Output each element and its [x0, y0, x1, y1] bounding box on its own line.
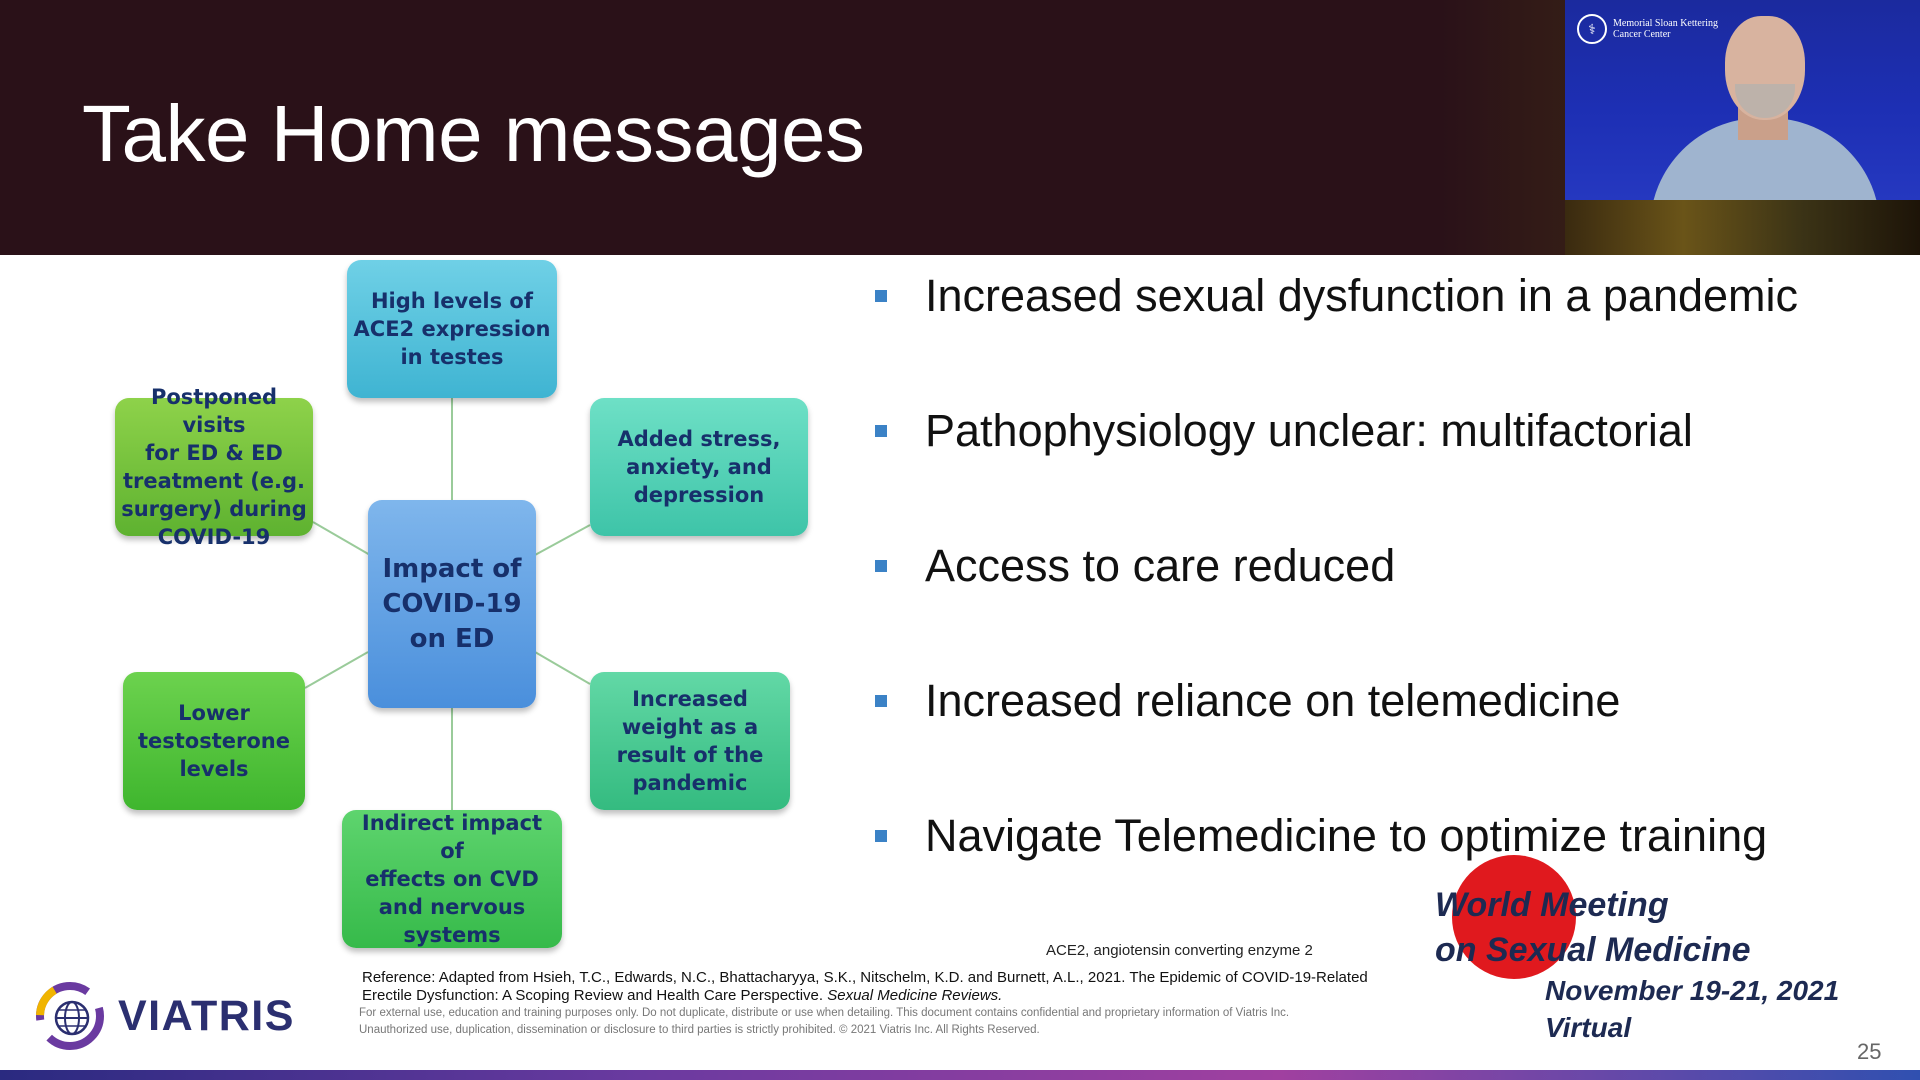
bullet-text: Access to care reduced — [925, 540, 1396, 591]
bullet-item: Access to care reduced — [875, 540, 1395, 592]
bullet-square-icon — [875, 830, 887, 842]
reference-citation: Reference: Adapted from Hsieh, T.C., Edw… — [362, 969, 1402, 1005]
bullet-square-icon — [875, 695, 887, 707]
reference-text: Reference: Adapted from Hsieh, T.C., Edw… — [362, 969, 1368, 1004]
bullet-square-icon — [875, 290, 887, 302]
presenter-video: ⚕ Memorial Sloan Kettering Cancer Center — [1565, 0, 1920, 200]
viatris-wordmark: VIATRIS — [118, 991, 295, 1040]
bullet-text: Pathophysiology unclear: multifactorial — [925, 405, 1693, 456]
legal-disclaimer: For external use, education and training… — [359, 1007, 1290, 1036]
bullet-text: Increased sexual dysfunction in a pandem… — [925, 270, 1799, 321]
meeting-title-line2: on Sexual Medicine — [1435, 931, 1751, 969]
bullet-item: Pathophysiology unclear: multifactorial — [875, 405, 1693, 457]
header-fade — [1440, 0, 1565, 255]
node-label: Increased weight as a result of the pand… — [616, 687, 764, 795]
msk-logo-text: Memorial Sloan Kettering Cancer Center — [1613, 18, 1718, 40]
diagram-node-upper-left: Postponed visits for ED & ED treatment (… — [115, 385, 313, 549]
reference-journal: Sexual Medicine Reviews. — [827, 987, 1003, 1004]
globe-icon — [34, 980, 106, 1052]
connector-lower-left — [304, 651, 369, 689]
diagram-center-node: Impact of COVID-19 on ED — [368, 500, 536, 708]
diagram-node-upper-right: Added stress, anxiety, and depression — [590, 398, 808, 536]
bullet-item: Navigate Telemedicine to optimize traini… — [875, 810, 1767, 862]
bullet-item: Increased reliance on telemedicine — [875, 675, 1620, 727]
slide-number: 25 — [1857, 1039, 1882, 1064]
bullet-square-icon — [875, 560, 887, 572]
meeting-title-line1: World Meeting — [1435, 886, 1669, 924]
bottom-accent-bar — [0, 1070, 1920, 1080]
diagram-node-lower-right: Increased weight as a result of the pand… — [590, 672, 790, 810]
node-label: High levels of ACE2 expression in testes — [353, 289, 551, 369]
diagram-node-lower-left: Lower testosterone levels — [123, 672, 305, 810]
bullet-square-icon — [875, 425, 887, 437]
bullet-text: Increased reliance on telemedicine — [925, 675, 1621, 726]
connector-lower-right — [534, 651, 591, 685]
viatris-logo: VIATRIS — [34, 980, 295, 1052]
node-label: Postponed visits for ED & ED treatment (… — [121, 385, 307, 549]
bullet-item: Increased sexual dysfunction in a pandem… — [875, 270, 1798, 322]
slide-title: Take Home messages — [82, 89, 865, 178]
node-label: Added stress, anxiety, and depression — [617, 427, 781, 507]
meeting-sun-icon — [1452, 855, 1576, 979]
diagram-node-bottom: Indirect impact of effects on CVD and ne… — [342, 810, 562, 948]
abbreviation-note: ACE2, angiotensin converting enzyme 2 — [1046, 942, 1313, 959]
meeting-dates: November 19-21, 2021 — [1545, 975, 1840, 1006]
msk-seal-icon: ⚕ — [1577, 14, 1607, 44]
diagram-node-top: High levels of ACE2 expression in testes — [347, 260, 557, 398]
bullet-text: Navigate Telemedicine to optimize traini… — [925, 810, 1768, 861]
node-label: Lower testosterone levels — [137, 701, 290, 781]
connector-upper-right — [534, 524, 591, 556]
center-label: Impact of COVID-19 on ED — [382, 553, 522, 654]
msk-logo: ⚕ Memorial Sloan Kettering Cancer Center — [1577, 14, 1733, 44]
video-background-strip — [1565, 200, 1920, 255]
meeting-mode: Virtual — [1545, 1012, 1632, 1043]
connector-upper-left — [312, 521, 371, 556]
node-label: Indirect impact of effects on CVD and ne… — [361, 811, 543, 947]
